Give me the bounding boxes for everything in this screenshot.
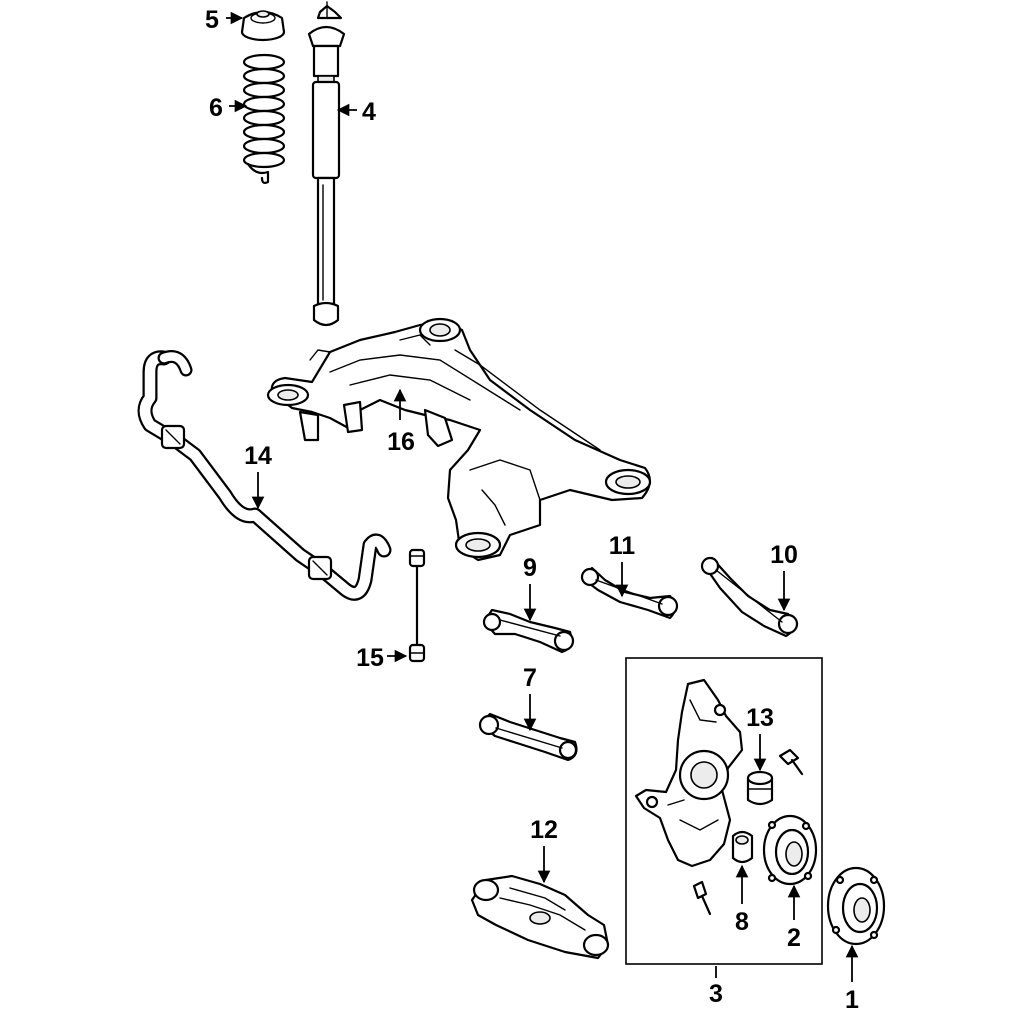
callout-12: 12: [530, 816, 558, 844]
coil-spring: [242, 53, 286, 184]
callout-11: 11: [609, 532, 636, 560]
shock-absorber: [307, 1, 346, 327]
bolt: [778, 748, 804, 776]
callout-2: 2: [787, 924, 801, 952]
stabilizer-bar: [137, 350, 392, 601]
stabilizer-link: [408, 548, 426, 663]
wheel-stud: [692, 880, 712, 916]
knuckle-bushing: [746, 770, 774, 806]
callout-7: 7: [523, 664, 537, 692]
wheel-hub: [826, 866, 886, 946]
callout-10: 10: [770, 541, 798, 569]
callout-1: 1: [845, 986, 859, 1014]
control-arm-11: [580, 566, 679, 620]
callout-5: 5: [205, 6, 219, 34]
callout-16: 16: [387, 428, 415, 456]
knuckle-group-box: [625, 657, 823, 965]
control-arm-7: [478, 712, 578, 762]
callout-8: 8: [735, 908, 749, 936]
callouts: 5 6 4 16 14 15 9 11 10 7 13 12 8 2 3 1: [205, 6, 859, 1014]
wheel-bearing: [762, 814, 818, 886]
lower-control-arm: [470, 874, 610, 960]
bushing-8: [731, 830, 754, 864]
callout-14: 14: [244, 442, 272, 470]
leader-lines: [226, 11, 859, 982]
callout-13: 13: [746, 704, 774, 732]
callout-9: 9: [523, 554, 537, 582]
callout-4: 4: [362, 98, 376, 126]
callout-6: 6: [209, 94, 223, 122]
spring-upper-mount: [240, 10, 286, 42]
callout-3: 3: [709, 980, 723, 1008]
rear-subframe: [266, 317, 652, 562]
knuckle: [634, 678, 744, 868]
callout-15: 15: [356, 644, 384, 672]
control-arm-10: [700, 556, 799, 638]
control-arm-9: [482, 608, 575, 654]
